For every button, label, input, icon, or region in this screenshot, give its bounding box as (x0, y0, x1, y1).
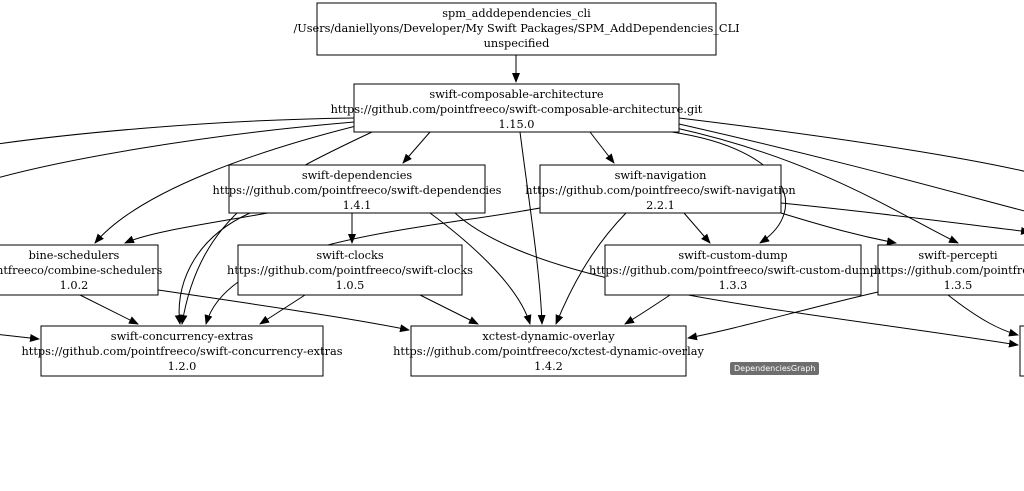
edge-combine-to-xctest (157, 289, 410, 333)
edge-left-to-concurrency (0, 334, 40, 342)
node-url-label: https://github.com/pointfreeco/swift-con… (22, 345, 343, 358)
node-box (353, 83, 680, 133)
node-version-label: unspecified (484, 37, 550, 50)
edge-deps-to-concurrency (174, 212, 251, 325)
node-box (539, 164, 782, 214)
node-percept[interactable]: swift-percepti https://github.com/pointfr… (874, 244, 1024, 296)
node-version-label: 1.2.0 (168, 360, 197, 373)
node-tca[interactable]: swift-composable-architecture https://git… (331, 83, 703, 133)
node-root[interactable]: spm_adddependencies_cli/Users/daniellyon… (293, 2, 740, 56)
node-nav[interactable]: swift-navigation https://github.com/point… (525, 164, 796, 214)
edge-combine-to-concurrency (79, 294, 139, 325)
edge-nav-to-concurrency (204, 207, 541, 325)
node-offscreen[interactable] (1019, 325, 1024, 377)
edge-tca-to-combine (94, 124, 361, 244)
node-url-label: https://github.com/pointfreeco/swift-cus… (589, 264, 877, 277)
node-name-label: swift-custom-dump (678, 249, 787, 262)
node-clocks[interactable]: swift-clocks https://github.com/pointfree… (227, 244, 473, 296)
graph-title-badge: DependenciesGraph (730, 362, 820, 375)
node-url-label: https://github.com/pointfreeco/xctest-dy… (393, 345, 704, 358)
node-url-label: https://github.com/pointfreeco/swift-nav… (525, 184, 795, 197)
node-dump[interactable]: swift-custom-dump https://github.com/poin… (589, 244, 877, 296)
edge-tca-to-offscreen-3 (678, 117, 1024, 172)
node-url-label: https://github.com/pointfreec (874, 264, 1024, 277)
node-box (316, 2, 717, 56)
edge-percept-to-xctest (687, 291, 879, 341)
edge-tca-to-deps (402, 131, 431, 164)
node-box (228, 164, 486, 214)
edge-nav-to-offscreen (780, 202, 1024, 235)
edge-dump-to-xctest (624, 294, 671, 325)
edge-percept-to-offscreen (947, 294, 1019, 337)
node-box (604, 244, 862, 296)
node-url-label: /Users/daniellyons/Developer/My Swift Pa… (293, 22, 739, 35)
node-version-label: 1.0.5 (336, 279, 365, 292)
edge-deps-to-combine (124, 212, 269, 244)
node-box (0, 244, 159, 296)
node-combine[interactable]: bine-schedulers ointfreeco/combine-schedu… (0, 244, 163, 296)
node-box (410, 325, 687, 377)
node-url-label: https://github.com/pointfreeco/swift-dep… (213, 184, 502, 197)
node-url-label: https://github.com/pointfreeco/swift-clo… (227, 264, 473, 277)
edge-tca-to-offscreen-1 (0, 117, 355, 145)
node-concurrency[interactable]: swift-concurrency-extras https://github.c… (22, 325, 343, 377)
node-url-label: ointfreeco/combine-schedulers (0, 264, 163, 277)
node-deps[interactable]: swift-dependencies https://github.com/poi… (213, 164, 502, 214)
edge-tca-to-percept (675, 127, 959, 244)
edge-clocks-to-concurrency (259, 294, 306, 325)
node-version-label: 1.4.1 (343, 199, 372, 212)
edge-clocks-to-xctest (419, 294, 479, 325)
edge-tca-to-offscreen-4 (678, 123, 1024, 212)
node-version-label: 2.2.1 (646, 199, 675, 212)
node-box (237, 244, 463, 296)
edge-nav-to-xctest (555, 212, 627, 325)
node-name-label: swift-percepti (918, 249, 998, 262)
edge-deps-to-xctest (429, 212, 532, 325)
node-name-label: swift-dependencies (302, 169, 413, 182)
node-version-label: 1.3.5 (944, 279, 973, 292)
node-name-label: swift-composable-architecture (429, 88, 603, 101)
edge-nav-to-percept (780, 212, 897, 246)
node-version-label: 1.15.0 (499, 118, 535, 131)
edge-tca-to-xctest (519, 131, 546, 325)
nodes-layer: spm_adddependencies_cli/Users/daniellyon… (0, 2, 1024, 377)
node-version-label: 1.3.3 (719, 279, 748, 292)
node-version-label: 1.4.2 (534, 360, 563, 373)
node-name-label: spm_adddependencies_cli (442, 7, 591, 20)
edge-nav-to-dump (683, 212, 711, 244)
node-name-label: bine-schedulers (29, 249, 120, 262)
edge-tca-to-offscreen-2 (0, 121, 355, 178)
node-box (1019, 325, 1024, 377)
node-name-label: swift-concurrency-extras (111, 330, 254, 343)
node-name-label: swift-navigation (615, 169, 707, 182)
node-box (40, 325, 324, 377)
node-version-label: 1.0.2 (60, 279, 89, 292)
node-url-label: https://github.com/pointfreeco/swift-com… (331, 103, 703, 116)
edge-tca-to-nav (589, 131, 615, 164)
node-name-label: xctest-dynamic-overlay (482, 330, 615, 343)
node-name-label: swift-clocks (316, 249, 384, 262)
node-xctest[interactable]: xctest-dynamic-overlay https://github.com… (393, 325, 704, 377)
node-box (877, 244, 1024, 296)
